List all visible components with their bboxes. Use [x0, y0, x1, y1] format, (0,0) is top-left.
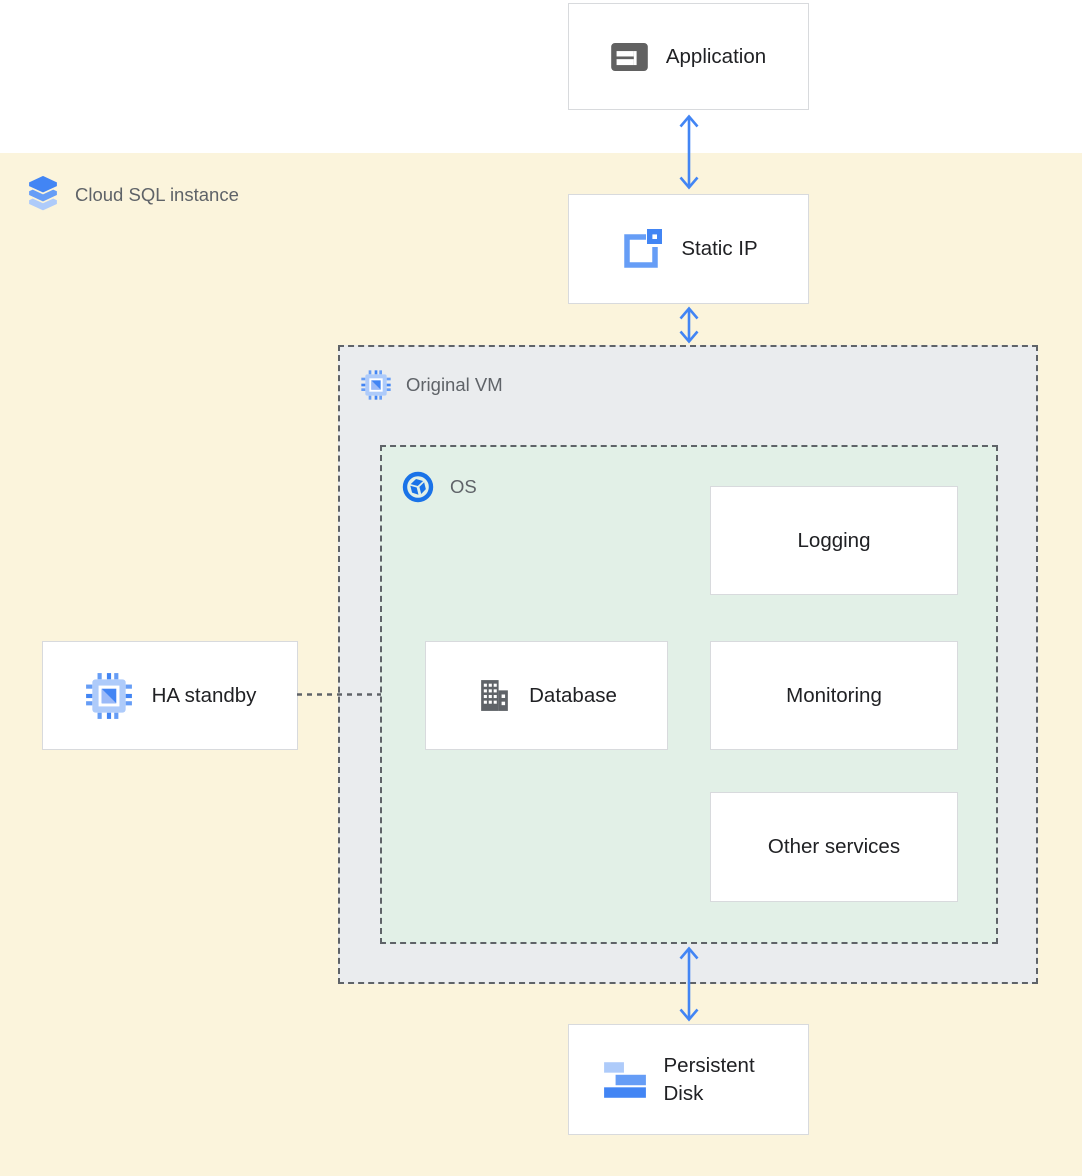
cloud-sql-zone-label: Cloud SQL instance — [26, 175, 239, 215]
node-static-ip: Static IP — [568, 194, 809, 304]
original-vm-title: Original VM — [406, 374, 503, 395]
os-label: OS — [402, 471, 477, 503]
node-database: Database — [425, 641, 668, 750]
node-ha-standby-label: HA standby — [151, 683, 257, 707]
node-ha-standby: HA standby — [42, 641, 298, 750]
node-other-services-label: Other services — [767, 835, 901, 858]
node-monitoring-label: Monitoring — [786, 683, 882, 707]
arrow-static-ip-vm — [679, 306, 699, 344]
node-application: Application — [568, 3, 809, 110]
os-title: OS — [450, 476, 477, 497]
application-window-icon — [611, 42, 648, 71]
node-database-label: Database — [529, 683, 617, 707]
external-ip-icon — [624, 229, 663, 268]
node-application-label: Application — [665, 44, 767, 68]
persistent-disk-icon — [603, 1061, 646, 1098]
node-logging: Logging — [710, 486, 958, 595]
os-icon — [402, 471, 434, 503]
node-persistent-disk-label: Persistent Disk — [663, 1053, 755, 1105]
cloud-sql-icon — [27, 175, 59, 213]
arrow-application-static-ip — [679, 114, 699, 190]
building-icon — [481, 680, 508, 711]
compute-engine-icon — [85, 672, 132, 719]
node-monitoring: Monitoring — [710, 641, 958, 750]
node-static-ip-label: Static IP — [681, 237, 758, 260]
connector-ha-standby-os — [297, 693, 381, 696]
node-persistent-disk: Persistent Disk — [568, 1024, 809, 1135]
arrow-os-persistent-disk — [679, 946, 699, 1022]
node-other-services: Other services — [710, 792, 958, 902]
compute-engine-icon — [361, 370, 391, 400]
node-logging-label: Logging — [797, 528, 871, 552]
cloud-sql-zone-title: Cloud SQL instance — [75, 184, 239, 205]
original-vm-label: Original VM — [360, 369, 503, 401]
